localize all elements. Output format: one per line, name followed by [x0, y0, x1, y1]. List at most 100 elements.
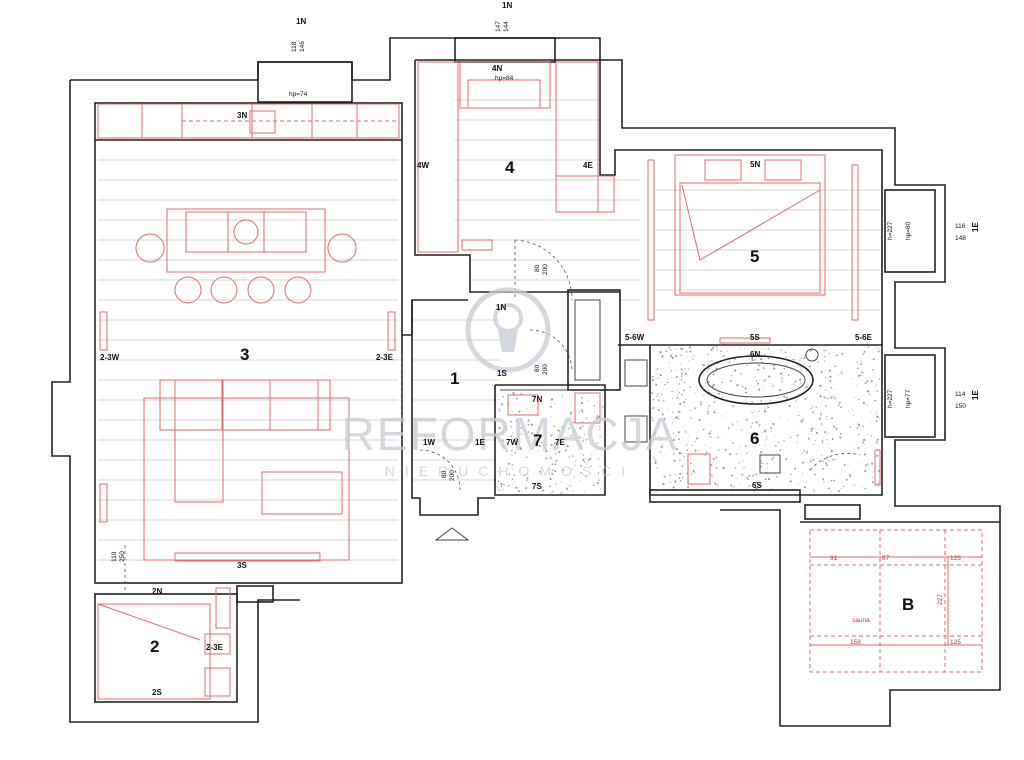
terrazzo-speck: [749, 476, 751, 478]
terrazzo-speck: [597, 458, 600, 460]
terrazzo-speck: [873, 372, 875, 374]
terrazzo-speck: [751, 411, 753, 414]
terrazzo-speck: [821, 441, 824, 444]
terrazzo-speck: [755, 376, 757, 378]
terrazzo-speck: [768, 478, 771, 481]
terrazzo-speck: [702, 364, 706, 367]
terrazzo-speck: [803, 357, 806, 359]
terrazzo-speck: [820, 371, 823, 374]
terrazzo-speck: [755, 473, 757, 476]
terrazzo-speck: [794, 380, 797, 383]
terrazzo-speck: [663, 475, 665, 477]
terrazzo-speck: [550, 444, 553, 447]
terrazzo-speck: [793, 383, 795, 385]
terrazzo-speck: [770, 427, 773, 430]
terrazzo-speck: [845, 478, 848, 481]
terrazzo-speck: [825, 397, 827, 399]
terrazzo-speck: [685, 399, 687, 401]
terrazzo-speck: [870, 411, 872, 413]
terrazzo-speck: [714, 397, 716, 400]
terrazzo-speck: [843, 464, 846, 466]
terrazzo-speck: [692, 469, 694, 471]
terrazzo-speck: [736, 421, 738, 423]
terrazzo-speck: [683, 456, 685, 458]
terrazzo-speck: [729, 379, 732, 382]
terrazzo-speck: [859, 363, 862, 365]
terrazzo-speck: [676, 396, 679, 399]
terrazzo-speck: [825, 415, 828, 418]
terrazzo-speck: [849, 475, 852, 477]
terrazzo-speck: [872, 471, 874, 473]
terrazzo-speck: [820, 423, 823, 425]
terrazzo-speck: [739, 483, 740, 485]
terrazzo-speck: [876, 390, 878, 392]
terrazzo-speck: [711, 474, 713, 477]
terrazzo-speck: [584, 433, 586, 435]
terrazzo-speck: [823, 349, 825, 352]
terrazzo-speck: [709, 361, 711, 362]
terrazzo-speck: [764, 407, 766, 409]
terrazzo-speck: [713, 401, 716, 403]
terrazzo-speck: [512, 483, 514, 485]
terrazzo-speck: [819, 395, 822, 398]
terrazzo-speck: [864, 487, 866, 490]
terrazzo-speck: [707, 407, 709, 409]
tag-7e: 7E: [555, 438, 565, 447]
terrazzo-speck: [698, 449, 700, 451]
terrazzo-speck: [842, 485, 845, 487]
terrazzo-speck: [866, 390, 869, 393]
terrazzo-speck: [553, 425, 556, 427]
terrazzo-speck: [516, 397, 518, 400]
terrazzo-speck: [766, 462, 768, 465]
terrazzo-speck: [764, 410, 767, 413]
terrazzo-speck: [870, 421, 872, 423]
terrazzo-speck: [581, 396, 583, 399]
tag-23e: 2-3E: [376, 353, 394, 362]
terrazzo-speck: [756, 472, 758, 474]
terrazzo-speck: [602, 406, 604, 408]
terrazzo-speck: [549, 457, 552, 459]
terrazzo-speck: [579, 427, 582, 430]
terrazzo-speck: [595, 417, 598, 420]
terrazzo-speck: [760, 460, 762, 462]
terrazzo-speck: [671, 356, 674, 359]
terrazzo-speck: [660, 393, 663, 396]
terrazzo-speck: [531, 432, 534, 435]
terrazzo-speck: [765, 378, 767, 380]
terrazzo-speck: [513, 474, 515, 476]
terrazzo-speck: [659, 351, 662, 354]
terrazzo-speck: [857, 446, 860, 449]
terrazzo-speck: [680, 347, 682, 350]
terrazzo-speck: [824, 376, 827, 379]
terrazzo-speck: [734, 369, 737, 372]
terrazzo-speck: [511, 464, 513, 466]
tag-7w: 7W: [506, 438, 518, 447]
terrazzo-speck: [766, 486, 768, 488]
terrazzo-speck: [510, 435, 513, 438]
dim-80a: 80: [534, 264, 541, 272]
terrazzo-speck: [811, 458, 813, 460]
terrazzo-speck: [554, 470, 557, 473]
terrazzo-speck: [768, 375, 771, 378]
terrazzo-speck: [659, 451, 662, 453]
terrazzo-speck: [683, 381, 686, 384]
terrazzo-speck: [573, 421, 575, 424]
terrazzo-speck: [701, 363, 703, 365]
terrazzo-speck: [762, 367, 765, 370]
terrazzo-speck: [739, 347, 742, 349]
terrazzo-speck: [864, 443, 865, 445]
terrazzo-speck: [675, 355, 678, 358]
terrazzo-speck: [832, 458, 835, 461]
terrazzo-speck: [708, 404, 710, 407]
terrazzo-speck: [800, 420, 803, 423]
terrazzo-speck: [828, 480, 830, 482]
terrazzo-speck: [677, 394, 679, 396]
terrazzo-speck: [758, 388, 761, 391]
terrazzo-speck: [798, 483, 800, 485]
dim-147: 147: [495, 21, 502, 32]
wall-tags: 1N 1N 3N 4N 4W 4E 5N 5S 5-6W 5-6E 6N 6S …: [100, 1, 980, 697]
terrazzo-speck: [659, 427, 661, 429]
terrazzo-speck: [834, 397, 836, 400]
terrazzo-speck: [755, 421, 758, 424]
terrazzo-speck: [862, 425, 864, 428]
